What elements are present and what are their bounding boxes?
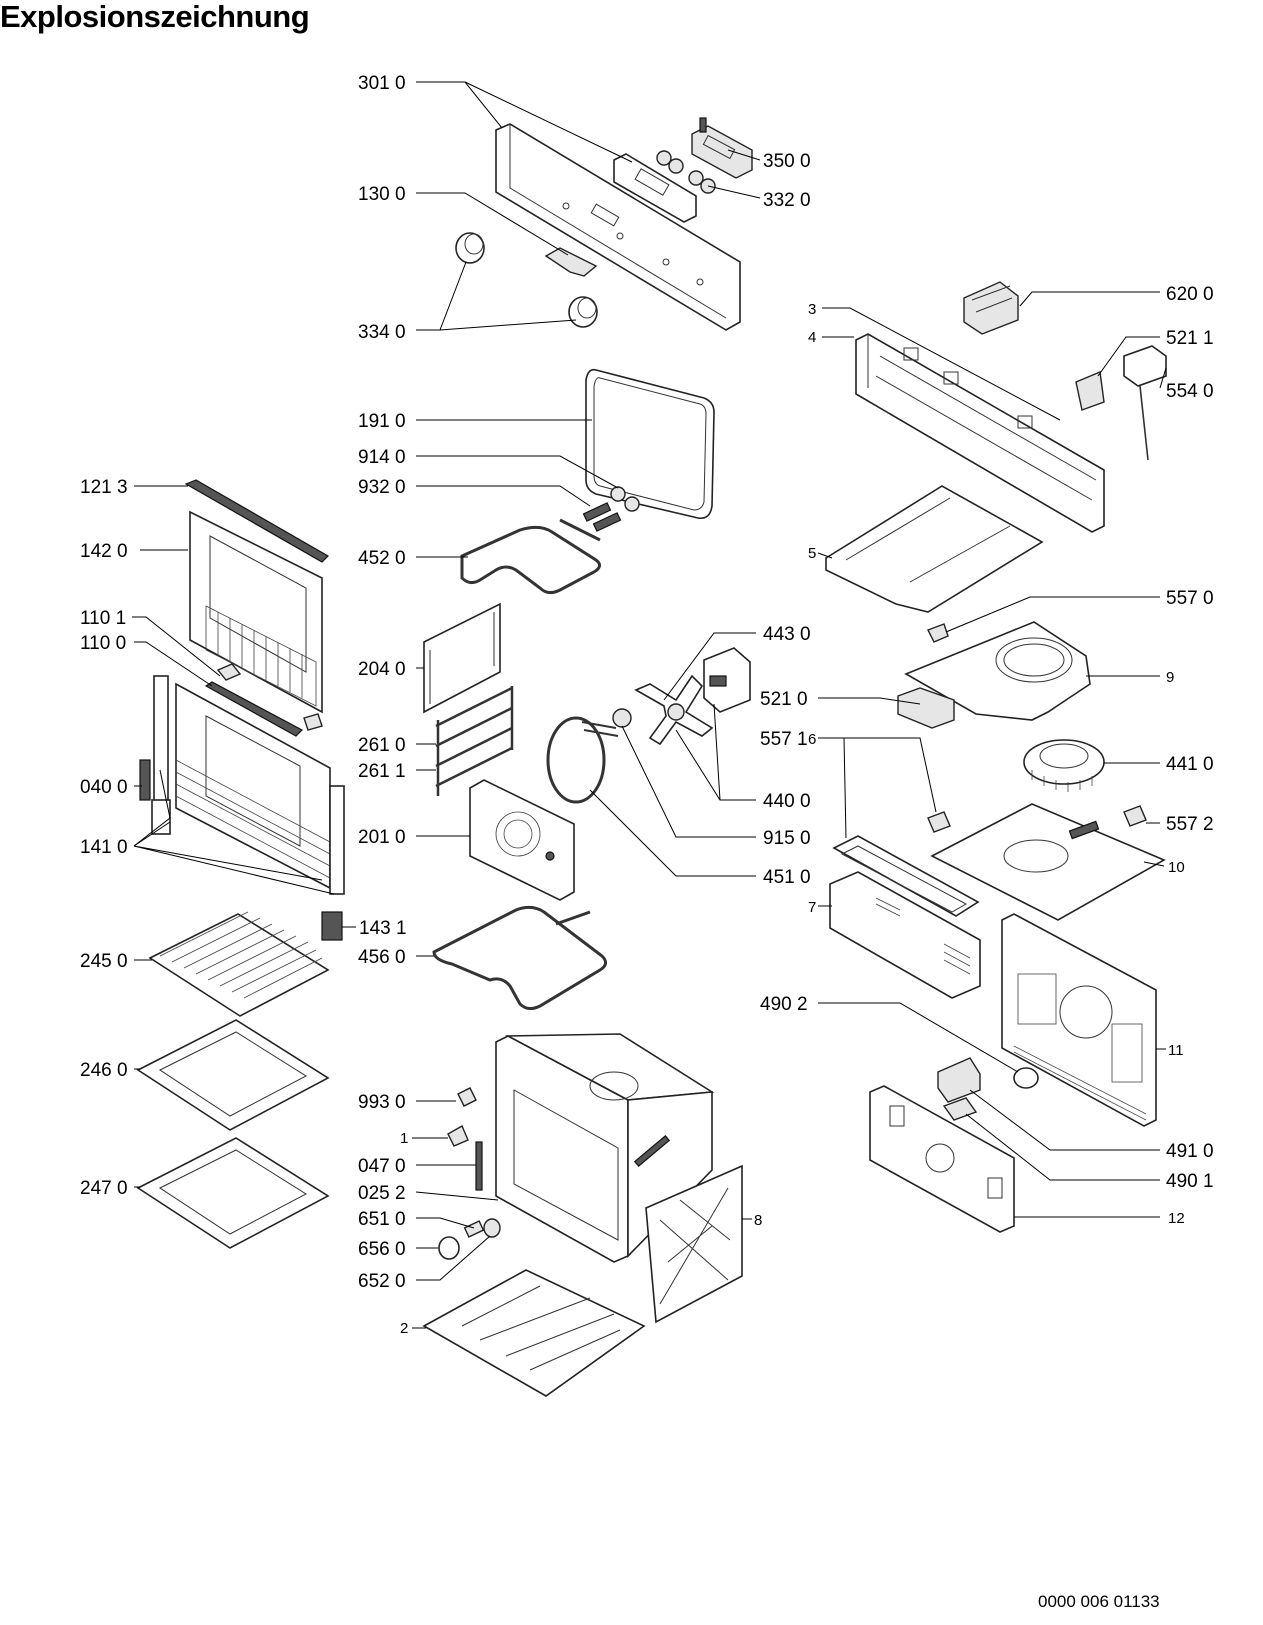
label-201-0: 201 0: [358, 827, 406, 848]
label-143-1: 143 1: [359, 918, 407, 939]
label-191-0: 191 0: [358, 411, 406, 432]
door-handle-parts: [204, 663, 323, 737]
label-521-1: 521 1: [1166, 328, 1214, 349]
page-title: Explosionszeichnung: [0, 0, 310, 34]
small-fastener-parts: [438, 1087, 501, 1260]
label-334-0: 334 0: [358, 322, 406, 343]
door-gasket-part: [585, 368, 715, 520]
control-panel-part: [495, 123, 741, 331]
label-142-0: 142 0: [80, 541, 128, 562]
label-651-0: 651 0: [358, 1209, 406, 1230]
label-301-0: 301 0: [358, 73, 406, 94]
back-panel-part: [645, 1164, 743, 1324]
label-11: 11: [1168, 1042, 1184, 1059]
label-554-0: 554 0: [1166, 381, 1214, 402]
label-10: 10: [1168, 859, 1185, 876]
label-443-0: 443 0: [763, 624, 811, 645]
bottom-heating-element-part: [432, 905, 607, 1011]
label-915-0: 915 0: [763, 828, 811, 849]
label-350-0: 350 0: [763, 151, 811, 172]
thermal-switch-parts: [897, 687, 1147, 833]
relay-module-part: [963, 281, 1019, 335]
label-491-0: 491 0: [1166, 1141, 1214, 1162]
door-hinge-parts: [139, 675, 345, 941]
outer-door-glass-part: [189, 510, 323, 714]
bottom-plate-part: [422, 1269, 646, 1397]
label-914-0: 914 0: [358, 447, 406, 468]
label-557-1: 557 1: [760, 729, 808, 750]
label-047-0: 047 0: [358, 1156, 406, 1177]
label-656-0: 656 0: [358, 1239, 406, 1260]
rear-wall-part: [1001, 913, 1157, 1127]
label-261-0: 261 0: [358, 735, 406, 756]
document-number: 0000 006 01133: [1038, 1592, 1160, 1611]
label-245-0: 245 0: [80, 951, 128, 972]
label-12: 12: [1168, 1210, 1185, 1227]
bushing-parts: [582, 486, 640, 532]
label-5: 5: [808, 545, 816, 562]
thermostat-bracket-part: [1075, 345, 1167, 461]
label-440-0: 440 0: [763, 791, 811, 812]
label-451-0: 451 0: [763, 867, 811, 888]
label-332-0: 332 0: [763, 190, 811, 211]
label-247-0: 247 0: [80, 1178, 128, 1199]
label-452-0: 452 0: [358, 548, 406, 569]
label-040-0: 040 0: [80, 777, 128, 798]
knob-part-490-2: [1013, 1067, 1039, 1089]
label-441-0: 441 0: [1166, 754, 1214, 775]
cooling-plate-part: [825, 485, 1044, 613]
label-932-0: 932 0: [358, 477, 406, 498]
label-557-0: 557 0: [1166, 588, 1214, 609]
fan-motor-part: [612, 647, 751, 728]
label-130-0: 130 0: [358, 184, 406, 205]
label-490-1: 490 1: [1166, 1171, 1214, 1192]
fan-blade-part: [634, 674, 714, 746]
label-4: 4: [808, 329, 816, 346]
label-025-2: 025 2: [358, 1183, 406, 1204]
label-9: 9: [1166, 669, 1174, 686]
label-1: 1: [400, 1130, 408, 1147]
label-652-0: 652 0: [358, 1271, 406, 1292]
upper-frame-part: [855, 333, 1105, 533]
label-620-0: 620 0: [1166, 284, 1214, 305]
ring-heating-element-part: [546, 716, 619, 804]
label-6: 6: [808, 731, 816, 748]
fan-housing-part: [904, 621, 1091, 721]
label-521-0: 521 0: [760, 689, 808, 710]
knob-parts: [455, 232, 598, 328]
label-3: 3: [808, 301, 816, 318]
cable-duct-part: [832, 835, 980, 917]
front-panel-12-part: [869, 1085, 1015, 1233]
label-8: 8: [754, 1212, 762, 1229]
label-141-0: 141 0: [80, 837, 128, 858]
top-heating-element-part: [460, 518, 601, 595]
bracket-part: [544, 247, 598, 277]
door-top-trim-part: [184, 479, 329, 563]
enamel-tray-part: [136, 1019, 330, 1131]
fan-cover-part: [469, 779, 575, 901]
switch-parts-491-490: [937, 1057, 981, 1121]
label-7: 7: [808, 899, 816, 916]
label-2: 2: [400, 1320, 408, 1337]
label-246-0: 246 0: [80, 1060, 128, 1081]
label-110-1: 110 1: [80, 608, 126, 629]
deep-tray-part: [136, 1137, 330, 1249]
label-204-0: 204 0: [358, 659, 406, 680]
part-labels: 301 0 350 0 332 0 130 0 334 0 620 0 3 52…: [80, 73, 1214, 1337]
leader-lines: [132, 81, 1167, 1329]
tangential-fan-part: [1023, 739, 1105, 792]
cover-plate-part: [930, 803, 1166, 921]
label-121-3: 121 3: [80, 477, 128, 498]
label-110-0: 110 0: [80, 633, 126, 654]
label-261-1: 261 1: [358, 761, 406, 782]
switch-block-part: [691, 117, 753, 179]
label-490-2: 490 2: [760, 994, 808, 1015]
electronic-board-part: [829, 871, 981, 999]
label-557-2: 557 2: [1166, 814, 1214, 835]
wire-shelf-part: [148, 911, 330, 1017]
label-993-0: 993 0: [358, 1092, 406, 1113]
side-rack-parts: [423, 602, 514, 796]
label-456-0: 456 0: [358, 947, 406, 968]
